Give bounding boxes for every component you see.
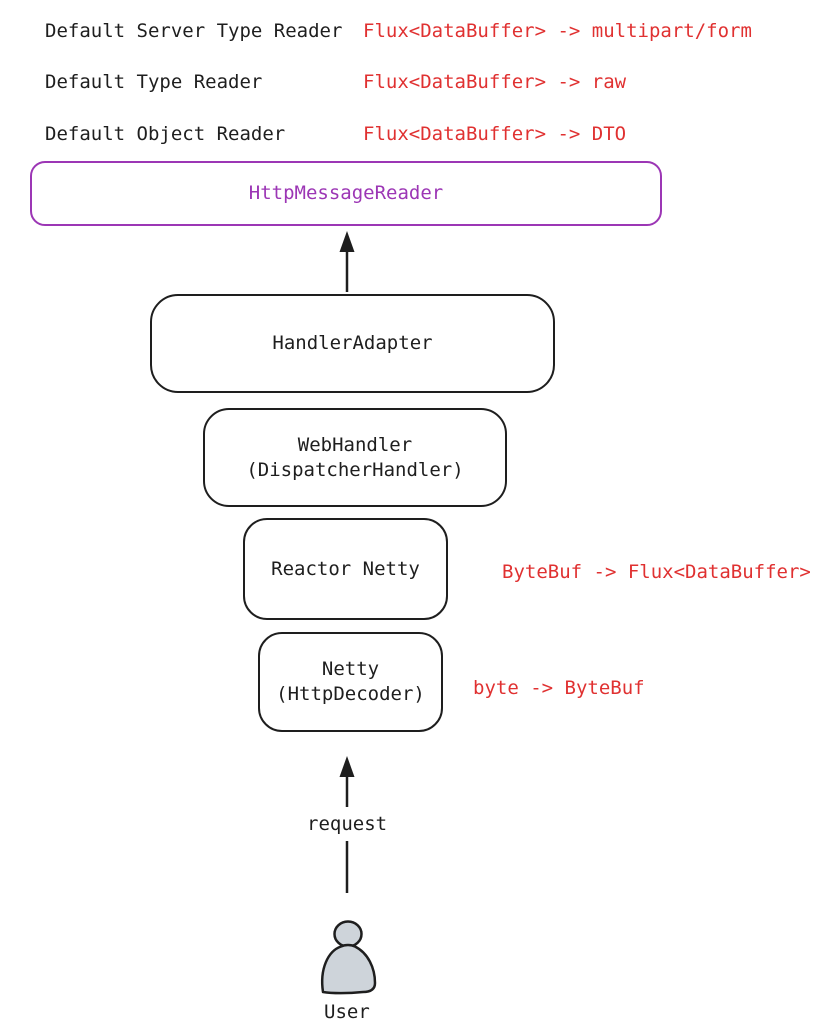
node-reactor-netty: Reactor Netty: [243, 518, 448, 620]
annotation-byte-to-bytebuf: byte -> ByteBuf: [473, 677, 645, 699]
user-label: User: [324, 1001, 370, 1023]
arrowhead-up-icon: [339, 756, 355, 777]
user-icon: [320, 920, 377, 995]
legend-row-3-value: Flux<DataBuffer> -> DTO: [363, 123, 627, 145]
user-head: [333, 920, 363, 948]
node-netty-label-line2: (HttpDecoder): [276, 683, 425, 705]
user-body: [320, 943, 377, 995]
request-arrow-label: request: [307, 813, 388, 835]
arrowhead-up-icon: [339, 231, 355, 252]
arrow-user-to-netty: [339, 756, 355, 893]
annotation-bytebuf-to-fluxdatabuffer: ByteBuf -> Flux<DataBuffer>: [502, 561, 811, 583]
node-netty-label-line1: Netty: [321, 658, 380, 680]
legend-row-1-value: Flux<DataBuffer> -> multipart/form: [363, 20, 752, 42]
node-web-handler: WebHandler (DispatcherHandler): [203, 408, 507, 507]
node-web-handler-label-line1: WebHandler: [297, 433, 413, 456]
node-handler-adapter-label: HandlerAdapter: [272, 332, 433, 354]
arrow-handleradapter-to-httpmessagereader: [339, 231, 355, 292]
legend-row-2-label: Default Type Reader: [45, 71, 263, 93]
node-web-handler-label-line2: (DispatcherHandler): [246, 458, 464, 481]
legend-row-1-label: Default Server Type Reader: [45, 20, 343, 42]
legend-row-3-label: Default Object Reader: [45, 123, 286, 145]
node-handler-adapter: HandlerAdapter: [150, 294, 555, 393]
node-netty: Netty (HttpDecoder): [258, 632, 443, 732]
node-reactor-netty-label: Reactor Netty: [271, 557, 420, 580]
node-http-message-reader: HttpMessageReader: [30, 161, 662, 226]
node-http-message-reader-label: HttpMessageReader: [248, 182, 444, 204]
legend-row-2-value: Flux<DataBuffer> -> raw: [363, 71, 627, 93]
